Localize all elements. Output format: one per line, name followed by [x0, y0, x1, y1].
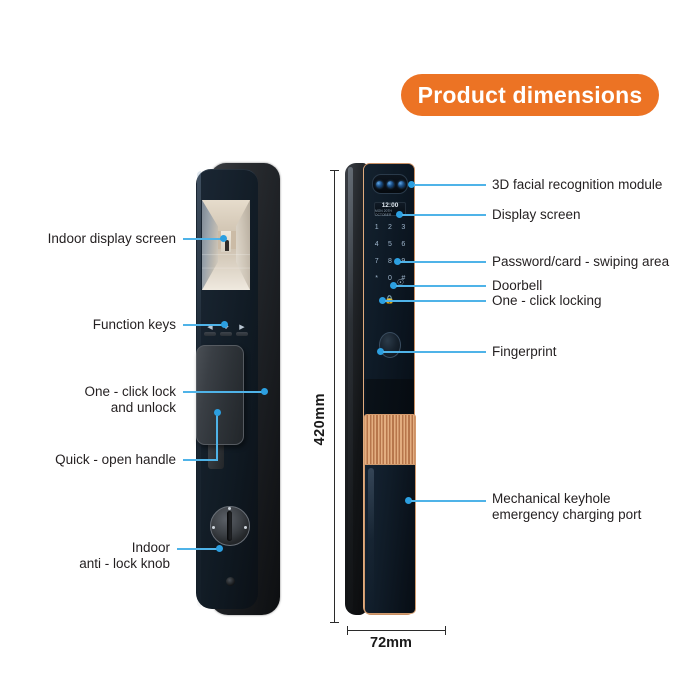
- dot-anti-lock-knob: [216, 545, 223, 552]
- indoor-lock-panel: ◀ ❖ ▶: [196, 163, 280, 615]
- leader-mechanical-keyhole: [411, 500, 486, 502]
- leader-indoor-display-screen: [183, 238, 225, 240]
- dot-one-click-locking: [379, 297, 386, 304]
- display-date: MON 20TH OCTOBER: [375, 208, 392, 217]
- hallway-person-figure: [224, 239, 229, 251]
- function-key-left[interactable]: ◀: [204, 324, 216, 336]
- arrow-left-icon: ◀: [207, 324, 213, 331]
- keypad-key[interactable]: 2: [388, 224, 392, 231]
- password-card-swiping-area[interactable]: 1 2 3 4 5 6 7 8 9 * 0 #: [370, 224, 410, 283]
- keypad-key[interactable]: 0: [388, 275, 392, 282]
- callout-quick-open-handle: Quick - open handle: [55, 452, 176, 467]
- front-panel-body: 12:00 MON 20TH OCTOBER 1 2 3 4 5 6 7 8 9…: [363, 163, 416, 615]
- callout-doorbell: Doorbell: [492, 278, 543, 293]
- dimension-cap-width-left: [347, 626, 348, 635]
- doorbell-icon[interactable]: ☉: [396, 278, 405, 287]
- indoor-anti-lock-knob[interactable]: [210, 506, 250, 546]
- dot-quick-open-handle: [214, 409, 221, 416]
- dimension-line-width: [347, 630, 445, 631]
- callout-one-click-lock-and-unlock: One - click lock and unlock: [84, 384, 176, 415]
- leader-3d-facial-recognition: [414, 184, 486, 186]
- dimension-line-height: [334, 170, 335, 622]
- dimension-width-label: 72mm: [370, 635, 412, 651]
- callout-3d-facial-recognition-module: 3D facial recognition module: [492, 177, 663, 192]
- leader-function-keys: [183, 324, 225, 326]
- callout-password-card-swiping-area: Password/card - swiping area: [492, 254, 670, 269]
- keypad-key[interactable]: 4: [374, 241, 379, 248]
- function-key-center[interactable]: ❖: [220, 324, 232, 336]
- knob-slot: [227, 511, 232, 541]
- knob-tick-right: [244, 526, 247, 529]
- front-lock-panel: 12:00 MON 20TH OCTOBER 1 2 3 4 5 6 7 8 9…: [345, 163, 445, 615]
- leader-quick-open-handle: [183, 459, 218, 461]
- leader-one-click-lock: [183, 391, 265, 393]
- leader-doorbell: [396, 285, 486, 287]
- leader-quick-open-handle-vertical: [216, 412, 218, 461]
- leader-one-click-locking: [385, 300, 486, 302]
- callout-display-screen: Display screen: [492, 207, 581, 222]
- function-key-right[interactable]: ▶: [236, 324, 248, 336]
- leader-anti-lock-knob: [177, 548, 220, 550]
- hallway-floor-lines: [202, 200, 250, 290]
- dot-indoor-display-screen: [220, 235, 227, 242]
- dot-password-card-area: [394, 258, 401, 265]
- callout-function-keys: Function keys: [92, 317, 176, 332]
- callout-indoor-anti-lock-knob: Indoor anti - lock knob: [79, 540, 170, 571]
- leader-display-screen: [402, 214, 486, 216]
- dot-mechanical-keyhole: [405, 497, 412, 504]
- indoor-quick-open-handle[interactable]: [196, 345, 244, 445]
- dot-function-keys: [221, 321, 228, 328]
- keypad-key[interactable]: 5: [388, 241, 392, 248]
- dimension-cap-height-bottom: [330, 622, 339, 623]
- callout-fingerprint: Fingerprint: [492, 344, 557, 359]
- keypad-key[interactable]: 8: [388, 258, 392, 265]
- hallway-right-wall: [235, 200, 250, 290]
- dot-fingerprint: [377, 348, 384, 355]
- callout-indoor-display-screen: Indoor display screen: [47, 231, 176, 246]
- mechanical-keyhole-cover[interactable]: [364, 464, 416, 614]
- dimension-cap-width-right: [445, 626, 446, 635]
- dot-3d-facial-recognition: [408, 181, 415, 188]
- page-title-text: Product dimensions: [417, 81, 643, 108]
- callout-mechanical-keyhole-charging-port: Mechanical keyhole emergency charging po…: [492, 491, 642, 522]
- 3d-facial-recognition-module: [372, 174, 408, 194]
- leader-fingerprint: [383, 351, 486, 353]
- keypad-key[interactable]: #: [401, 275, 406, 282]
- leader-password-card-area: [400, 261, 486, 263]
- knob-tick-left: [212, 526, 215, 529]
- keypad-key[interactable]: 1: [374, 224, 379, 231]
- keypad-key[interactable]: 6: [401, 241, 406, 248]
- front-panel-side-edge: [345, 163, 367, 615]
- page-title: Product dimensions: [401, 74, 659, 116]
- front-upper-section: 12:00 MON 20TH OCTOBER 1 2 3 4 5 6 7 8 9…: [364, 164, 414, 379]
- knob-tick-top: [228, 507, 231, 510]
- keypad-key[interactable]: 7: [374, 258, 379, 265]
- camera-lens-icon-2: [386, 180, 394, 188]
- dot-display-screen: [396, 211, 403, 218]
- dimension-height-label: 420mm: [312, 393, 328, 446]
- dot-doorbell: [390, 282, 397, 289]
- ribbed-gold-grip: [364, 414, 416, 466]
- arrow-right-icon: ▶: [239, 324, 245, 331]
- hallway-left-wall: [202, 200, 219, 290]
- padlock-icon[interactable]: 🔒: [384, 294, 395, 305]
- dot-one-click-lock: [261, 388, 268, 395]
- keypad-key[interactable]: *: [375, 275, 379, 282]
- camera-lens-icon-1: [375, 180, 383, 188]
- camera-lens-icon-3: [397, 180, 405, 188]
- dimension-cap-height-top: [330, 170, 339, 171]
- display-time: 12:00: [381, 201, 399, 209]
- indoor-bottom-port: [226, 577, 235, 586]
- keypad-key[interactable]: 3: [401, 224, 406, 231]
- callout-one-click-locking: One - click locking: [492, 293, 602, 308]
- indoor-display-screen: [202, 200, 250, 290]
